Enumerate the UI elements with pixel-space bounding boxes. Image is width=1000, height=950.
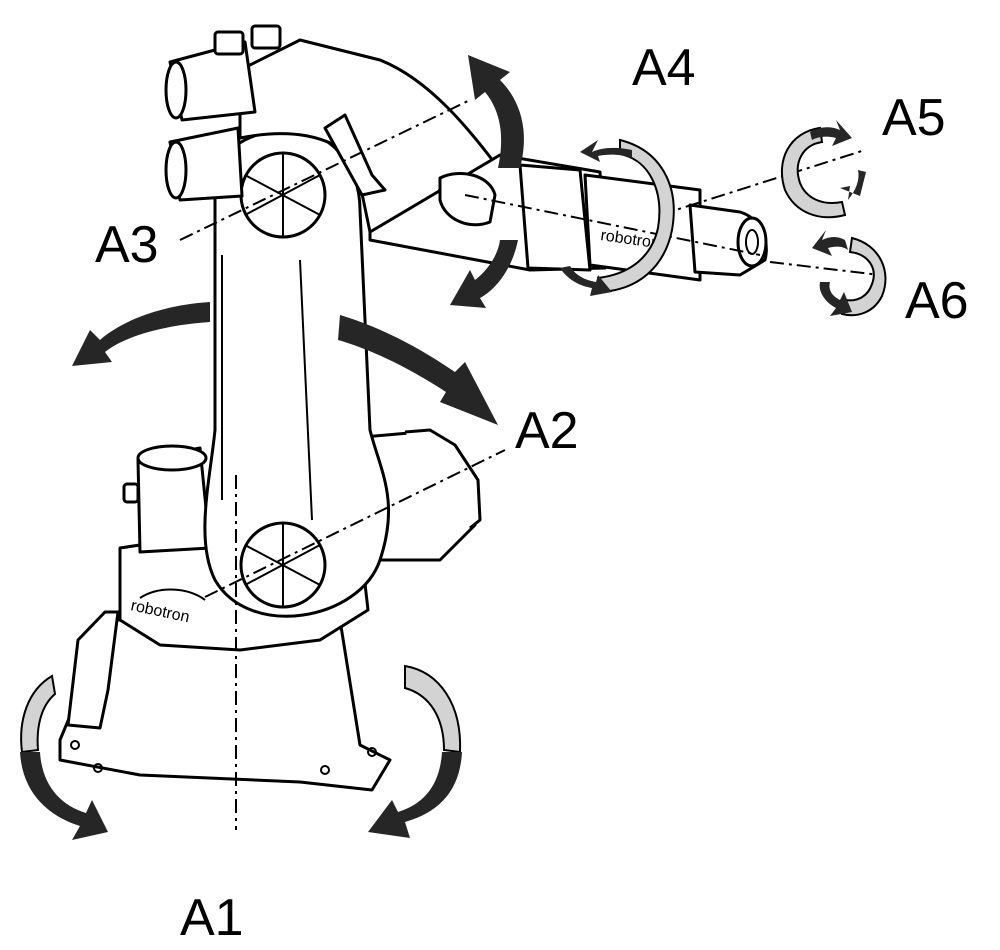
forearm-cap bbox=[438, 172, 497, 227]
a4-arrow-top bbox=[580, 140, 632, 162]
base-cable-box bbox=[66, 610, 120, 730]
tool-flange-center bbox=[745, 229, 759, 255]
a4-arrow-bottom bbox=[560, 266, 612, 296]
bolt-hole bbox=[320, 765, 330, 775]
a3-arrow-down bbox=[450, 240, 518, 308]
lower-arm bbox=[203, 128, 391, 618]
a3-rotation-arrows bbox=[450, 55, 524, 308]
top-motor-1-cap bbox=[164, 60, 188, 120]
a2-joint-spokes bbox=[244, 523, 321, 607]
tool-flange bbox=[736, 216, 768, 268]
a5-rotation-arrows bbox=[780, 120, 866, 219]
a1-motor-cap bbox=[136, 444, 208, 472]
forearm-ring bbox=[518, 163, 592, 272]
axis-label-a3: A3 bbox=[95, 216, 159, 274]
forearm bbox=[368, 153, 607, 272]
a2-arrow-left bbox=[72, 302, 210, 366]
motor-connector bbox=[250, 24, 282, 50]
a1-rotation-arrows bbox=[20, 664, 462, 840]
a6-arrow-bottom bbox=[819, 282, 852, 316]
a2-axis-line bbox=[204, 449, 506, 598]
a1-arrow-left-dark bbox=[20, 752, 108, 840]
a6-arrow-light bbox=[840, 236, 887, 317]
a6-arrow-top bbox=[812, 230, 848, 256]
bolt-hole bbox=[93, 763, 103, 773]
a6-axis-line bbox=[769, 261, 881, 276]
a1-arrow-right-dark bbox=[368, 752, 462, 838]
axis-label-a2: A2 bbox=[515, 402, 579, 460]
brand-swoosh bbox=[139, 588, 206, 601]
bolt-hole bbox=[367, 747, 377, 757]
axis-label-a6: A6 bbox=[905, 272, 969, 330]
a1-motor-left bbox=[122, 444, 212, 554]
a4-rotation-arrows bbox=[560, 138, 675, 296]
wrist: robotron bbox=[583, 173, 768, 282]
a1-arrow-right-light bbox=[404, 664, 462, 754]
motor-connector bbox=[213, 30, 245, 56]
axis-lines bbox=[179, 99, 881, 830]
a3-arrow-up bbox=[468, 55, 524, 168]
upper-arm bbox=[164, 24, 502, 234]
a5-arrow-light bbox=[780, 126, 847, 219]
a5-arrow-bottom bbox=[840, 170, 866, 200]
a5-arrow-top bbox=[810, 120, 852, 146]
a3-joint-spokes bbox=[244, 153, 321, 237]
robot-base bbox=[58, 610, 392, 792]
bolt-hole bbox=[70, 740, 80, 750]
axis-label-a5: A5 bbox=[882, 89, 946, 147]
a2-motor-fins bbox=[404, 428, 482, 530]
a5-axis-line bbox=[659, 149, 866, 216]
a6-rotation-arrows bbox=[812, 230, 887, 317]
top-motor-2-cap bbox=[164, 140, 188, 200]
axis-label-a4: A4 bbox=[632, 39, 696, 97]
a2-arrow-right bbox=[338, 315, 498, 425]
axis-label-a1: A1 bbox=[180, 889, 244, 947]
a1-motor-connector bbox=[122, 482, 140, 504]
a2-rotation-arrows bbox=[72, 302, 498, 425]
a1-arrow-left-light bbox=[20, 674, 57, 754]
a4-axis-line bbox=[464, 194, 761, 256]
cover-seam bbox=[299, 259, 313, 521]
